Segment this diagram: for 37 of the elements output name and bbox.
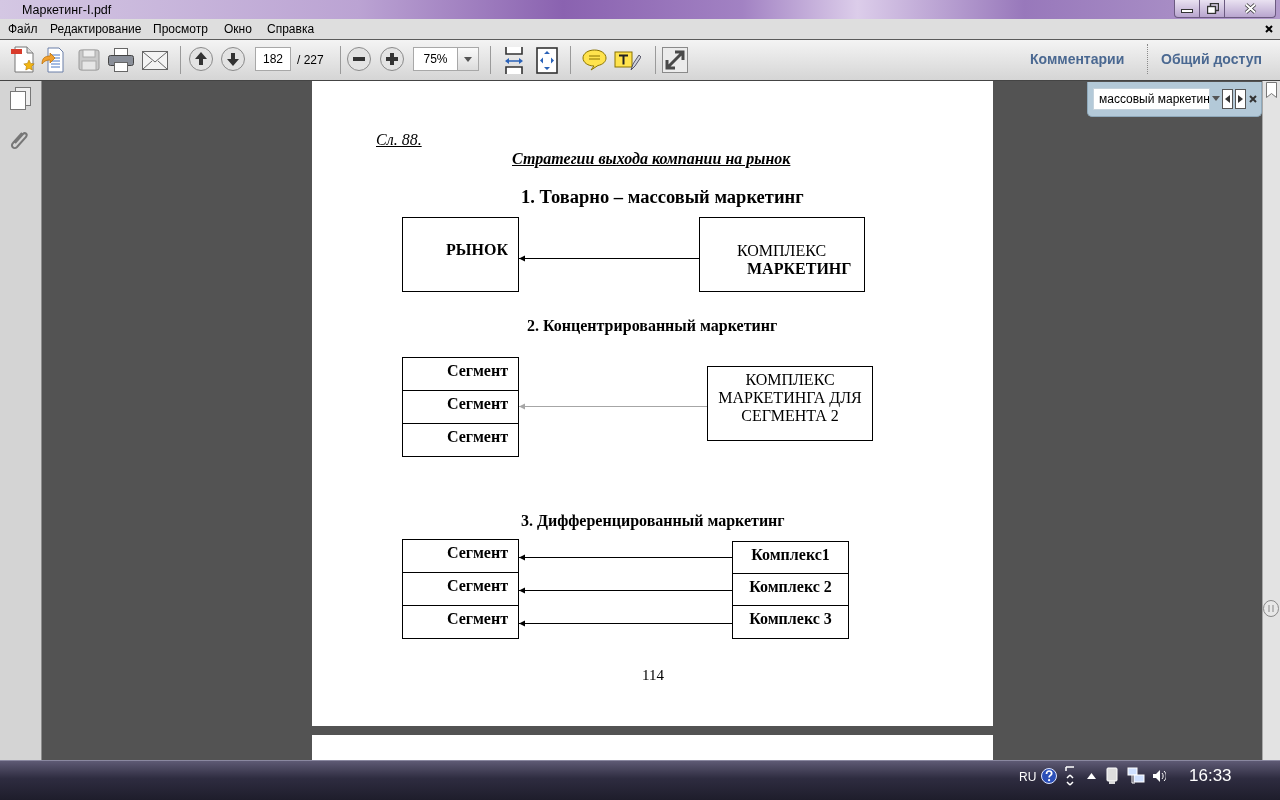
segment-box: Сегмент bbox=[402, 539, 519, 573]
slide-number: Сл. 88. bbox=[376, 131, 422, 150]
mix-box: Комплекс 3 bbox=[732, 605, 849, 639]
mix-box: Комплекс 2 bbox=[732, 573, 849, 606]
marketing-mix-box: КОМПЛЕКС МАРКЕТИНГ bbox=[699, 217, 865, 292]
arrow bbox=[518, 554, 733, 561]
arrow bbox=[518, 620, 733, 627]
section-heading: 3. Дифференцированный маркетинг bbox=[521, 512, 785, 531]
segment-box: Сегмент bbox=[402, 605, 519, 639]
menu-item: Справка bbox=[267, 22, 315, 36]
window-title: Маркетинг-I.pdf bbox=[22, 3, 112, 17]
menu-item: Просмотр bbox=[153, 22, 208, 36]
page-number: 114 bbox=[642, 667, 664, 685]
menu-item: Файл bbox=[8, 22, 38, 36]
segment-box: Сегмент bbox=[402, 572, 519, 606]
clock: 16:33 bbox=[1189, 766, 1232, 786]
search-field: массовый маркетин bbox=[1093, 88, 1210, 110]
market-box: РЫНОК bbox=[402, 217, 519, 292]
comments-link: Комментарии bbox=[1030, 51, 1125, 68]
page-number-field: 182 bbox=[255, 47, 291, 71]
segment-box: Сегмент bbox=[402, 357, 519, 391]
zoom-field: 75% bbox=[413, 47, 458, 71]
arrow bbox=[518, 587, 733, 594]
menu-item: Окно bbox=[224, 22, 252, 36]
menu-item: Редактирование bbox=[50, 22, 142, 36]
section-heading: 1. Товарно – массовый маркетинг bbox=[521, 187, 804, 209]
diagram-title: Стратегии выхода компании на рынок bbox=[512, 150, 791, 169]
segment-mix-box: КОМПЛЕКС МАРКЕТИНГА ДЛЯ СЕГМЕНТА 2 bbox=[707, 366, 873, 441]
segment-box: Сегмент bbox=[402, 423, 519, 457]
segment-box: Сегмент bbox=[402, 390, 519, 424]
section-heading: 2. Концентрированный маркетинг bbox=[527, 317, 778, 336]
page-count: / 227 bbox=[297, 53, 324, 67]
arrow bbox=[518, 403, 708, 410]
arrow bbox=[518, 255, 700, 262]
language-indicator: RU bbox=[1019, 770, 1037, 784]
mix-box: Комплекс1 bbox=[732, 541, 849, 574]
share-link: Общий доступ bbox=[1161, 51, 1262, 68]
